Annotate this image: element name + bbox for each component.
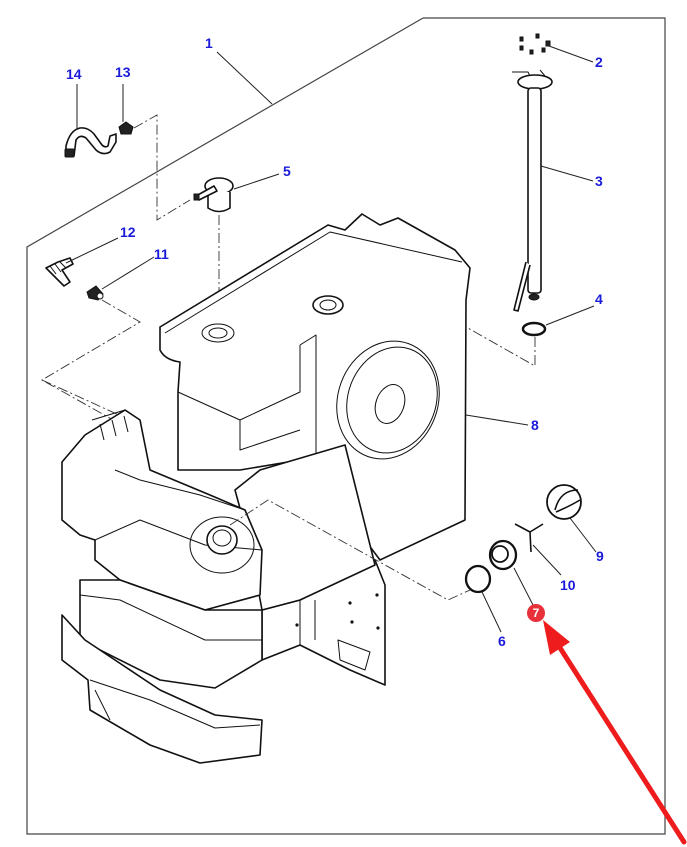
part-14-vent-hose[interactable] <box>64 127 117 158</box>
part-13-grommet[interactable] <box>118 121 134 135</box>
callout-label-2[interactable]: 2 <box>595 54 603 70</box>
part-4-o-ring[interactable] <box>521 321 547 337</box>
callout-label-7[interactable]: 7 <box>533 606 540 620</box>
callout-label-13[interactable]: 13 <box>115 64 131 80</box>
part-11-plug[interactable] <box>86 285 104 301</box>
leader-3 <box>540 165 594 182</box>
callout-label-9[interactable]: 9 <box>596 548 604 564</box>
part-6-seal-ring[interactable] <box>464 564 492 594</box>
highlight-arrow <box>543 620 687 845</box>
dashline-filler <box>229 499 471 601</box>
leader-12 <box>65 237 119 264</box>
callout-label-1[interactable]: 1 <box>205 35 213 51</box>
leader-8 <box>465 414 529 426</box>
leader-7 <box>513 567 534 606</box>
callout-label-14[interactable]: 14 <box>66 66 82 82</box>
leader-6 <box>481 591 502 633</box>
callout-label-4[interactable]: 4 <box>595 291 603 307</box>
part-5-vent-valve[interactable] <box>193 177 234 213</box>
dashline-13 <box>133 114 191 221</box>
highlight-badge-7[interactable]: 7 <box>527 604 545 622</box>
leader-5 <box>233 173 280 190</box>
assembly-frame <box>26 17 666 835</box>
part-8-fuel-tank[interactable] <box>159 213 471 561</box>
callout-label-11[interactable]: 11 <box>154 246 169 262</box>
leader-2 <box>548 45 594 63</box>
part-12-elbow-fitting[interactable] <box>45 257 74 287</box>
callout-label-8[interactable]: 8 <box>531 417 539 433</box>
leader-11 <box>101 256 155 290</box>
part-10-cap-retainer[interactable] <box>514 523 544 553</box>
callout-label-3[interactable]: 3 <box>595 173 603 189</box>
callout-label-5[interactable]: 5 <box>283 163 291 179</box>
dashline-11 <box>41 299 141 436</box>
callout-label-12[interactable]: 12 <box>120 224 136 240</box>
leader-10 <box>532 544 562 576</box>
leader-1 <box>216 51 273 105</box>
part-7-filler-neck-seal[interactable] <box>488 539 518 571</box>
part-9-filler-cap[interactable] <box>546 484 582 520</box>
callout-label-6[interactable]: 6 <box>498 633 506 649</box>
leader-9 <box>569 517 597 553</box>
dashline-tank-rear <box>41 379 131 421</box>
part-3-fuel-level-sender[interactable] <box>512 69 553 312</box>
part-1-fuel-tank-assembly[interactable] <box>61 409 386 764</box>
callout-label-10[interactable]: 10 <box>560 577 576 593</box>
part-2-screws[interactable] <box>519 33 551 55</box>
leader-4 <box>545 305 595 326</box>
